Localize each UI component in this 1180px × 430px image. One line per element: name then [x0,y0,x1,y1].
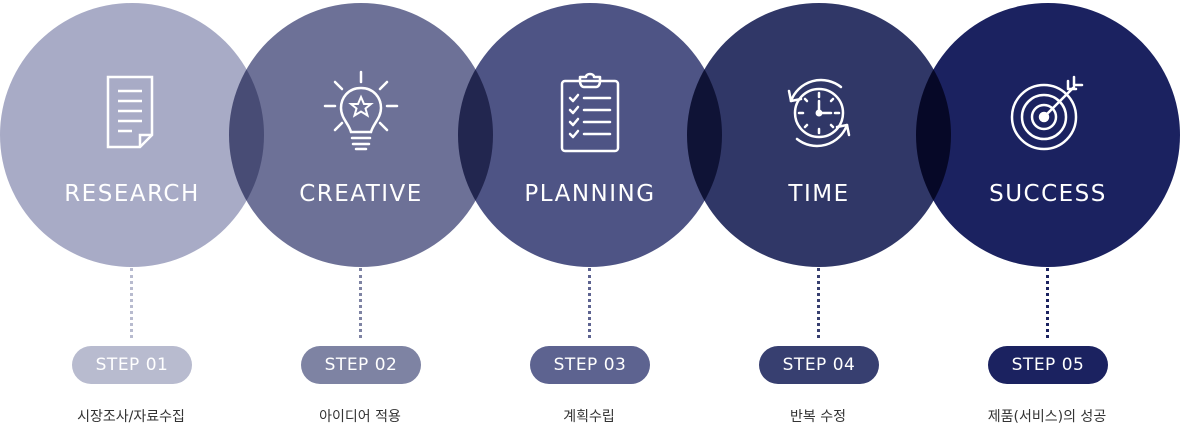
circle-planning [458,3,722,267]
step-badge: STEP 03 [530,346,650,384]
step-description: 제품(서비스)의 성공 [987,409,1107,425]
step-connector [1046,268,1049,338]
step-description: 시장조사/자료수집 [77,409,185,425]
circle-creative [229,3,493,267]
process-circles: RESEARCH CREATIVE [0,3,1180,267]
step-connector [588,268,591,338]
circle-research [0,3,264,267]
step-description: 반복 수정 [790,409,846,425]
circle-time [687,3,951,267]
step-badge: STEP 02 [301,346,421,384]
circle-success [916,3,1180,267]
step-badge: STEP 01 [72,346,192,384]
step-connector [359,268,362,338]
step-badge: STEP 04 [759,346,879,384]
step-description: 아이디어 적용 [319,409,401,425]
step-connector [817,268,820,338]
step-badge: STEP 05 [988,346,1108,384]
step-description: 계획수립 [563,409,615,425]
step-connector [130,268,133,338]
